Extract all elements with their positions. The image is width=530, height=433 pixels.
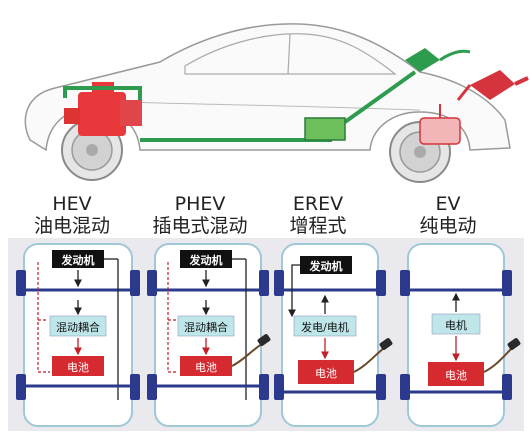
phev-plug-icon — [231, 334, 271, 367]
label-erev-en: EREV — [292, 193, 344, 215]
schematic-phev: 发动机 混动耦合 电池 — [147, 243, 271, 427]
car-window-line — [184, 33, 397, 75]
label-phev-zh: 插电式混动 — [152, 215, 248, 237]
erev-engine-text: 发动机 — [309, 259, 343, 273]
label-hev-zh: 油电混动 — [33, 215, 110, 237]
phev-engine-text: 发动机 — [189, 253, 223, 267]
schematic-ev: 电机 电池 — [400, 243, 521, 427]
label-phev: PHEV 插电式混动 — [140, 193, 260, 237]
label-hev: HEV 油电混动 — [22, 193, 122, 237]
phev-coupler-text: 混动耦合 — [184, 320, 228, 334]
label-erev-zh: 增程式 — [289, 215, 347, 237]
label-ev: EV 纯电动 — [398, 193, 498, 237]
label-erev: EREV 增程式 — [268, 193, 368, 237]
label-hev-en: HEV — [52, 193, 92, 215]
hev-coupler-text: 混动耦合 — [56, 320, 100, 334]
label-ev-zh: 纯电动 — [419, 215, 477, 237]
battery-pack — [304, 117, 346, 141]
hev-battery-text: 电池 — [67, 361, 89, 374]
fuel-nozzle-icon — [456, 70, 529, 101]
erev-generator-text: 发电/电机 — [301, 320, 349, 334]
ev-motor-text: 电机 — [445, 318, 467, 332]
electric-line — [63, 86, 142, 100]
erev-battery-text: 电池 — [315, 367, 337, 380]
label-ev-en: EV — [435, 193, 461, 215]
ev-battery-text: 电池 — [445, 369, 467, 382]
label-phev-en: PHEV — [174, 193, 226, 215]
hev-engine-text: 发动机 — [61, 253, 95, 267]
schematic-hev: 发动机 混动耦合 电池 — [16, 243, 140, 427]
schematic-erev: 发动机 发电/电机 电池 — [274, 243, 393, 427]
charging-plug-icon — [405, 48, 471, 72]
erev-plug-icon — [353, 338, 393, 373]
engine-block — [64, 82, 142, 136]
ev-plug-icon — [483, 338, 521, 373]
car-illustration — [24, 23, 529, 183]
charging-line — [343, 70, 417, 124]
phev-battery-text: 电池 — [195, 361, 217, 374]
